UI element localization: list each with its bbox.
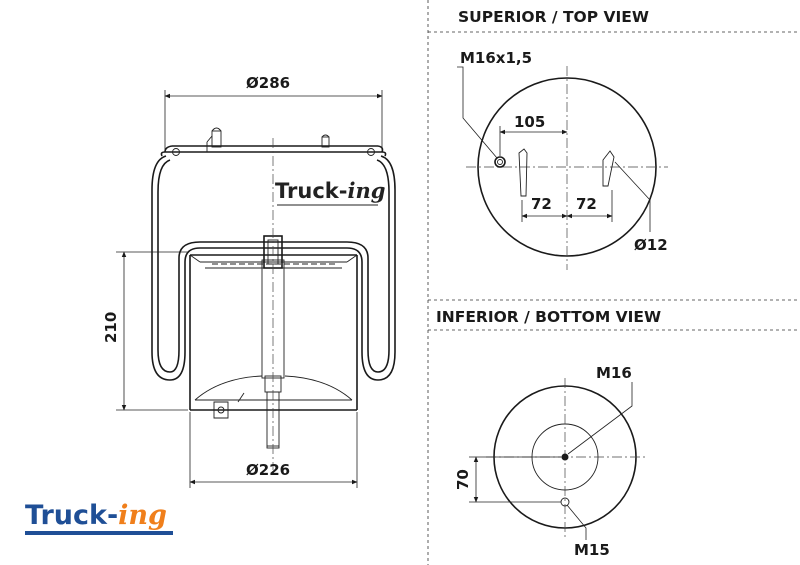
side-view (116, 90, 396, 488)
top-view (457, 66, 668, 270)
brand-logo: Truck-ing (25, 500, 173, 535)
top-thread-label: M16x1,5 (460, 49, 532, 67)
panel-dividers (427, 0, 800, 565)
brand-logo-text: Truck-ing (25, 500, 167, 531)
top-view-title: SUPERIOR / TOP VIEW (458, 8, 649, 26)
bellow-brand-text: Truck-ing (275, 178, 385, 203)
top-hole-label: Ø12 (634, 236, 668, 254)
top-spacing-left-label: 72 (531, 195, 552, 213)
bottom-thread-label: M16 (596, 364, 632, 382)
bottom-view (469, 378, 648, 540)
bottom-view-title: INFERIOR / BOTTOM VIEW (436, 308, 661, 326)
bottom-diameter-label: Ø226 (246, 461, 290, 479)
top-spacing-right-label: 72 (576, 195, 597, 213)
bottom-offset-label: 70 (454, 469, 472, 490)
height-label: 210 (102, 312, 120, 343)
top-diameter-label: Ø286 (246, 74, 290, 92)
bellow-brand-mark: Truck-ing (275, 178, 385, 206)
bottom-thread-small-label: M15 (574, 541, 610, 559)
top-offset-label: 105 (514, 113, 545, 131)
